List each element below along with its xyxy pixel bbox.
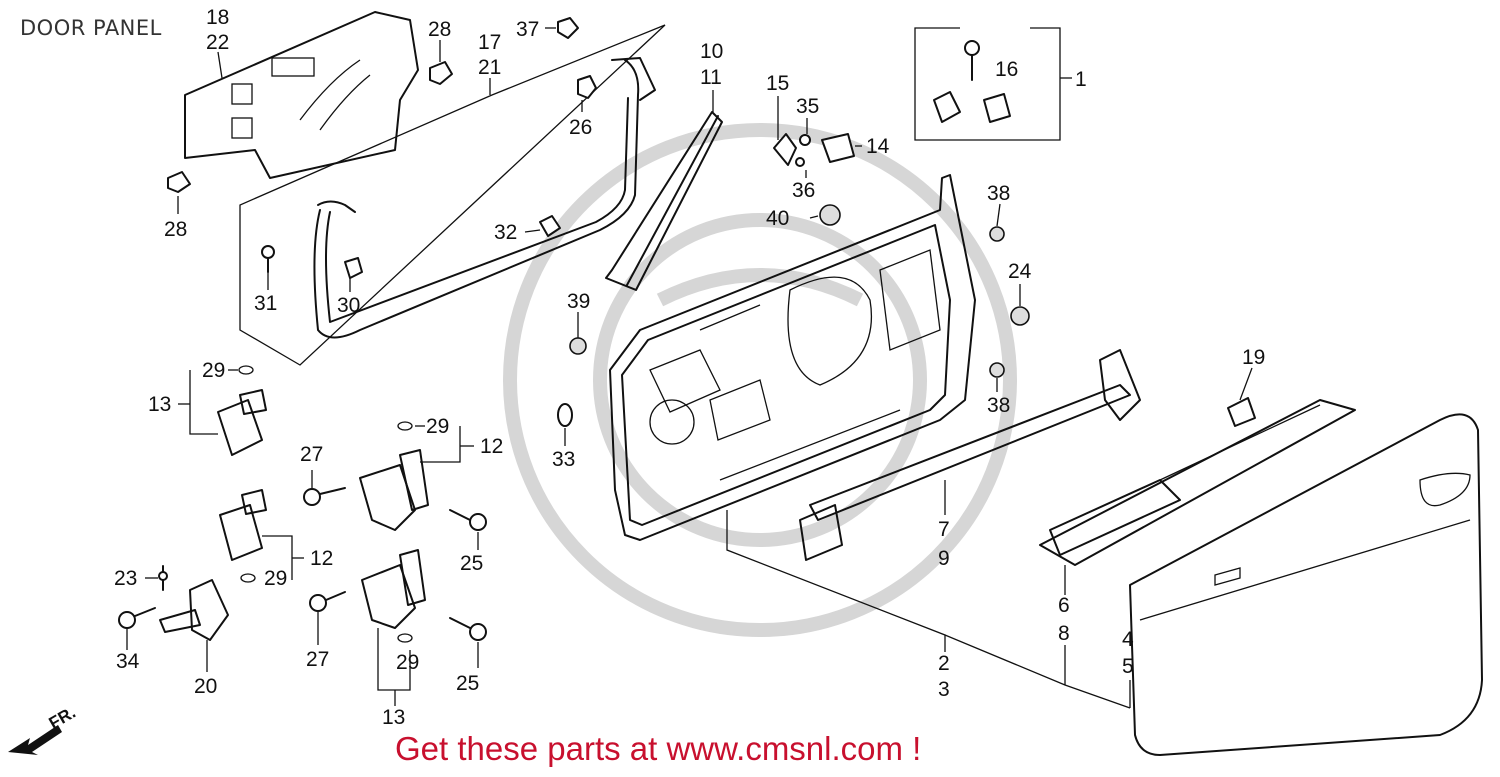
callout-11: 11 [700,66,722,89]
callout-15: 15 [766,72,789,95]
callout-38-bottom: 38 [987,394,1010,417]
callout-29-b: 29 [426,415,449,438]
screw-31 [261,245,275,273]
door-hinge-upper [217,389,267,456]
callout-2: 2 [938,652,950,675]
washer-29-b [397,421,413,431]
hinge-stop-group [914,27,1072,141]
callout-9: 9 [938,547,950,570]
callout-27-upper: 27 [300,443,323,466]
bolt-25-upper [449,509,487,531]
callout-33: 33 [552,448,575,471]
washer-29-d [397,633,413,643]
door-hinge-lower [361,549,426,629]
washer-29-c [240,573,256,583]
clip-26 [577,75,597,99]
pin-23 [158,565,168,591]
clip-30 [344,257,363,279]
callout-37: 37 [516,18,539,41]
callout-35: 35 [796,95,819,118]
callout-1: 1 [1075,68,1087,91]
washer-29-a [238,365,254,375]
callout-25-upper: 25 [460,552,483,575]
window-channel [605,111,723,291]
callout-21: 21 [478,56,501,79]
clip-28-top [429,61,453,85]
callout-36: 36 [792,179,815,202]
callout-39: 39 [567,290,590,313]
body-hinge-upper [359,449,429,531]
body-hinge-lower [219,489,267,561]
callout-40: 40 [766,207,789,230]
bolt-27-lower [309,591,346,612]
door-checker [159,579,229,641]
callout-24: 24 [1008,260,1032,283]
clip-19 [1227,397,1256,427]
grommet-38-bottom [989,362,1005,378]
callout-25-lower: 25 [456,672,479,695]
callout-16: 16 [995,58,1018,81]
door-inner-frame [609,174,976,541]
front-direction-arrow [8,725,62,755]
callout-13-lower: 13 [382,706,405,729]
door-weatherstrip [239,24,666,366]
callout-28-top: 28 [428,18,451,41]
grommet-38-top [989,226,1005,242]
door-trim-panel [184,11,419,179]
callout-30: 30 [337,294,360,317]
callout-31: 31 [254,292,277,315]
callout-38-top: 38 [987,182,1010,205]
plug-33 [557,403,573,427]
clip-28-left [167,171,191,193]
callout-26: 26 [569,116,592,139]
callout-34: 34 [116,650,140,673]
callout-32: 32 [494,221,517,244]
callout-29-c: 29 [264,567,287,590]
grommet-24 [1010,306,1030,326]
callout-20: 20 [194,675,217,698]
callout-8: 8 [1058,622,1070,645]
callout-4: 4 [1122,628,1134,651]
callout-7: 7 [938,518,950,541]
callout-29-d: 29 [396,651,419,674]
bolt-25-lower [449,617,487,641]
callout-12-lower: 12 [310,547,333,570]
callout-14: 14 [866,135,890,158]
callout-6: 6 [1058,594,1070,617]
callout-12-upper: 12 [480,435,503,458]
callout-labels: 1 16 18 22 28 28 17 21 37 26 10 11 15 35… [46,6,1266,733]
leader-lines [126,40,1253,709]
clip-37 [545,17,579,39]
door-outer-skin [1129,413,1483,756]
footer-banner[interactable]: Get these parts at www.cmsnl.com ! [395,730,922,767]
bracket-group [773,133,855,226]
reinforcement-rail [1039,399,1356,566]
callout-3: 3 [938,678,950,701]
callout-13-upper: 13 [148,393,171,416]
callout-27-lower: 27 [306,648,329,671]
clip-32 [539,215,561,237]
callout-10: 10 [700,40,723,63]
diagram-title: DOOR PANEL [20,16,162,40]
callout-28-left: 28 [164,218,187,241]
watermark-logo [503,123,1017,637]
callout-17: 17 [478,31,501,54]
callout-5: 5 [1122,655,1134,678]
callout-22: 22 [206,31,229,54]
front-direction-label: FR. [46,703,79,733]
bolt-34 [118,607,156,629]
callout-19: 19 [1242,346,1265,369]
callout-18: 18 [206,6,229,29]
callout-23: 23 [114,567,137,590]
impact-beam [799,349,1141,561]
callout-29-a: 29 [202,359,225,382]
bolt-27-upper [303,487,346,506]
grommet-39 [569,337,587,355]
